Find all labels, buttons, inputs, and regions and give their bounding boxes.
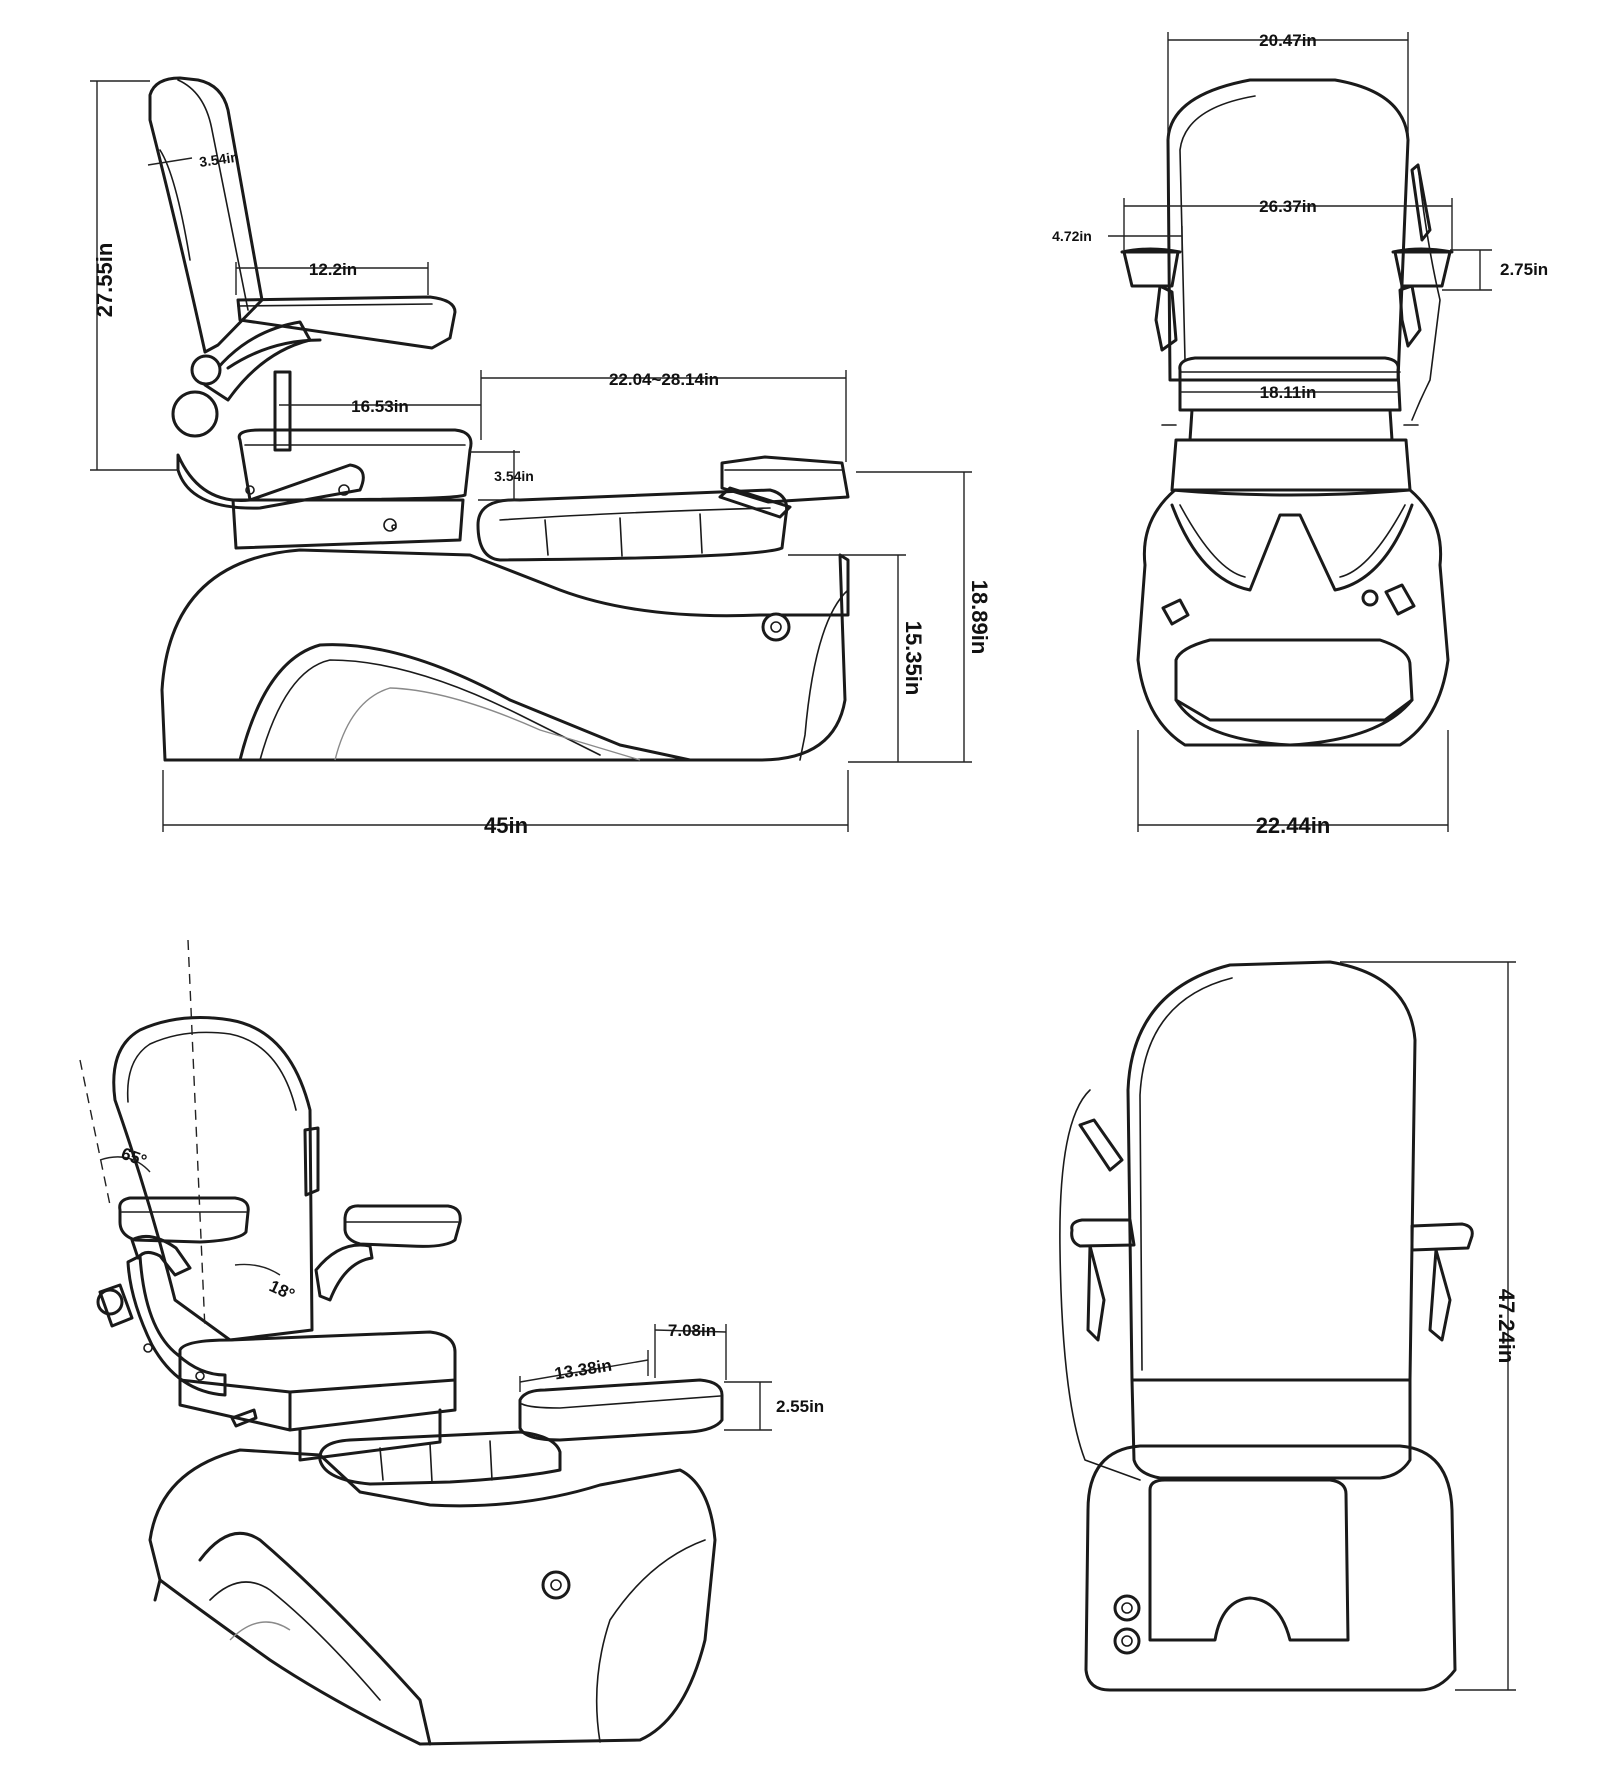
- perspective-view-chair-drawing: [96, 1016, 724, 1746]
- perspective-view: 65° 18° 13.38in 7.08in 2.55in: [79, 939, 825, 1746]
- dim-height-total: 27.55in: [92, 243, 117, 318]
- rear-view-dimension-lines: [1340, 961, 1516, 1691]
- dim-overall-height: 47.24in: [1494, 1289, 1519, 1364]
- dim-footrest-width: 7.08in: [668, 1321, 716, 1340]
- dim-footrest-length: 13.38in: [553, 1356, 613, 1384]
- dim-base-width: 22.44in: [1256, 813, 1331, 838]
- dim-footrest-range: 22.04~28.14in: [609, 370, 719, 389]
- perspective-view-dimension-lines: [79, 939, 772, 1431]
- side-view-dimension-lines: [90, 80, 972, 832]
- rear-view-dimension-labels: 47.24in: [1494, 1289, 1519, 1364]
- dim-overall-length: 45in: [484, 813, 528, 838]
- dim-back-thickness: 3.54in: [198, 149, 240, 170]
- dim-cupholder-height: 2.75in: [1500, 260, 1548, 279]
- side-view-dimension-labels: 27.55in 3.54in 12.2in 16.53in 22.04~28.1…: [92, 149, 992, 838]
- dim-seat-step: 3.54in: [494, 468, 534, 484]
- dim-base-height: 18.89in: [967, 580, 992, 655]
- front-view-chair-drawing: [1120, 78, 1454, 747]
- dim-footrest-thickness: 2.55in: [776, 1397, 824, 1416]
- front-view-dimension-lines: [1108, 32, 1492, 832]
- dim-back-width: 20.47in: [1259, 31, 1317, 50]
- rear-view: 47.24in: [1059, 960, 1519, 1692]
- dim-cupholder-width: 4.72in: [1052, 228, 1092, 244]
- front-view-dimension-labels: 20.47in 26.37in 4.72in 2.75in 18.11in 22…: [1052, 31, 1548, 838]
- dim-seat-width: 18.11in: [1260, 383, 1317, 402]
- rear-view-chair-drawing: [1059, 960, 1474, 1692]
- dim-basin-height: 15.35in: [901, 621, 926, 696]
- side-view-chair-drawing: [148, 76, 850, 762]
- side-view: 27.55in 3.54in 12.2in 16.53in 22.04~28.1…: [90, 76, 992, 838]
- dim-arm-span: 26.37in: [1259, 197, 1317, 216]
- perspective-view-dimension-labels: 65° 18° 13.38in 7.08in 2.55in: [119, 1144, 825, 1416]
- front-view: 20.47in 26.37in 4.72in 2.75in 18.11in 22…: [1052, 31, 1548, 838]
- dim-armrest-length: 12.2in: [309, 260, 357, 279]
- dim-seat-angle: 18°: [266, 1276, 298, 1304]
- dim-seat-depth: 16.53in: [351, 397, 409, 416]
